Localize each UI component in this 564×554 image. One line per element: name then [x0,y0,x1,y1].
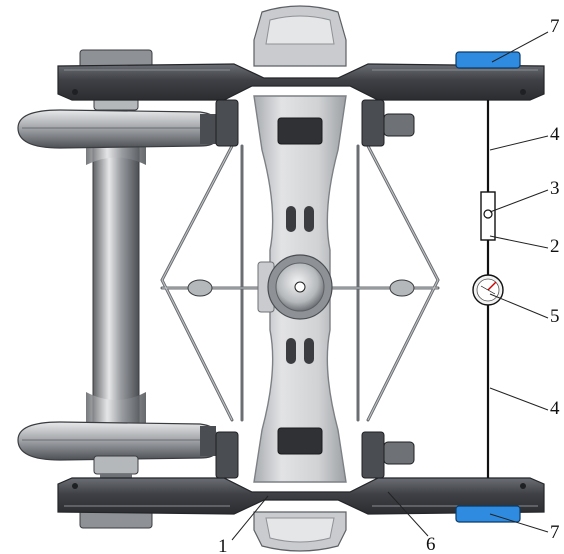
callout-4-top: 4 [550,124,560,145]
center-bowl [257,254,333,320]
dial-gauge [472,274,504,306]
spring-box-bottom [253,511,347,552]
callout-3: 3 [550,178,560,199]
wheel-top [17,109,217,149]
callout-1: 1 [218,536,228,554]
axle [92,119,140,439]
callout-2: 2 [550,236,560,257]
leader-lines [231,31,549,541]
callout-7-bottom: 7 [550,522,560,543]
callout-5: 5 [550,306,560,327]
bolster [253,95,347,483]
callout-4-bottom: 4 [550,398,560,419]
callout-6: 6 [426,534,436,554]
tension-link [480,191,496,241]
side-frame-bottom [57,477,545,515]
spring-box-top [253,5,347,67]
callout-labels: 7 4 3 2 5 4 7 1 6 [218,16,560,554]
rod-clevises [187,279,415,297]
callout-7-top: 7 [550,16,560,37]
side-frame-top [57,63,545,101]
blue-pad-bottom [455,505,521,523]
blue-pad-top [455,51,521,69]
friction-wedges [215,99,415,479]
wheel-bottom [17,421,217,461]
